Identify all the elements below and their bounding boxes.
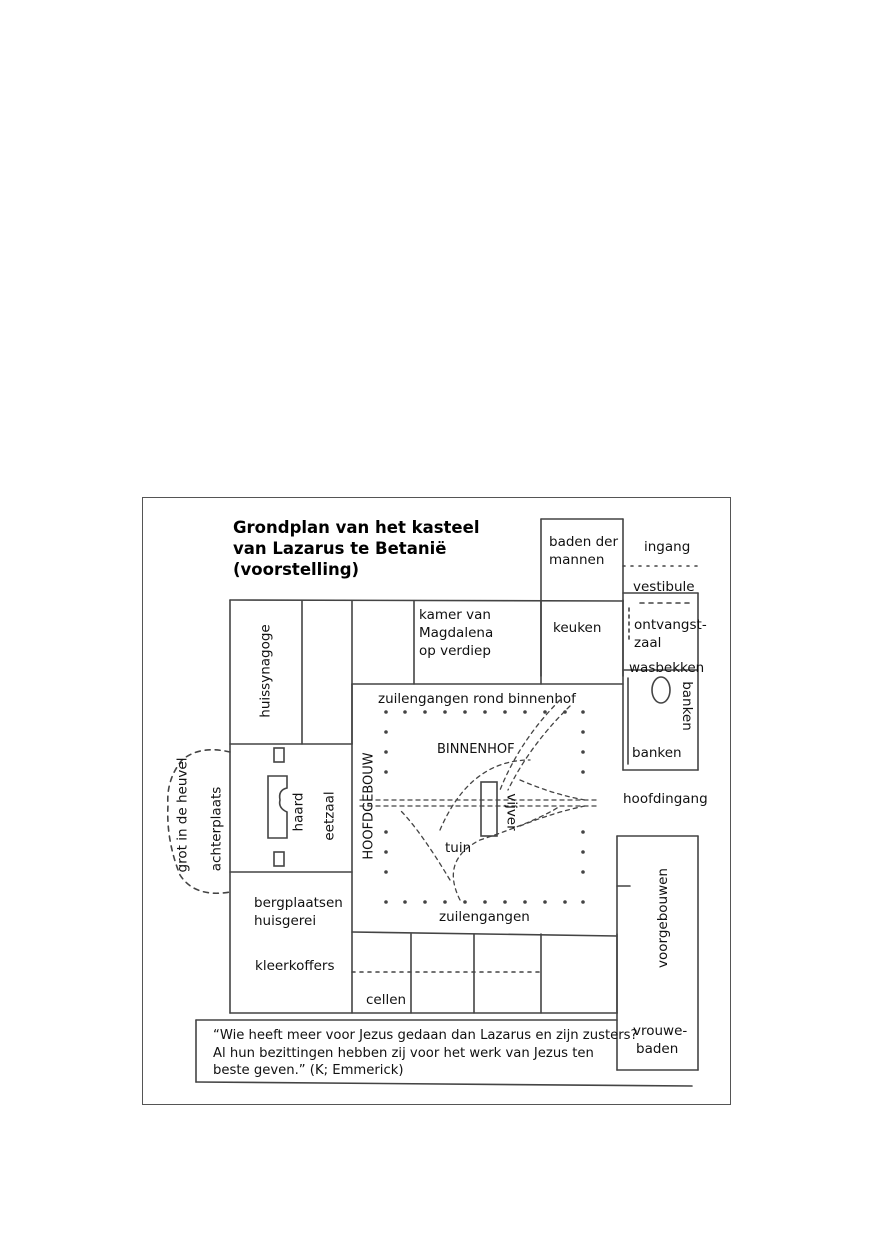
wash-basin [651, 676, 671, 704]
garden-paths [359, 699, 601, 901]
label-kamer-van: kamer van [419, 607, 491, 623]
quote-line-1: “Wie heeft meer voor Jezus gedaan dan La… [213, 1028, 638, 1043]
label-vrouwe: vrouwe- [633, 1023, 688, 1039]
quote-line-2: Al hun bezittingen hebben zij voor het w… [213, 1045, 594, 1061]
title-line-3: (voorstelling) [233, 560, 360, 579]
quote-line-3: beste geven.” (K; Emmerick) [213, 1063, 404, 1078]
label-zaal: zaal [634, 635, 662, 651]
label-eetzaal: eetzaal [321, 791, 338, 841]
diagram-frame [142, 497, 731, 1105]
label-grot-in-de-heuvel: grot in de heuvel [174, 757, 191, 873]
title-line-2: van Lazarus te Betanië [233, 539, 447, 558]
label-voorgebouwen: voorgebouwen [654, 868, 671, 968]
label-op-verdiep: op verdiep [419, 643, 491, 659]
label-vijver: vijver [503, 793, 520, 831]
label-huissynagoge: huissynagoge [257, 624, 274, 718]
label-binnenhof: BINNENHOF [437, 742, 515, 757]
label-ingang: ingang [644, 539, 691, 555]
label-baden-der: baden der [549, 534, 618, 550]
label-mannen: mannen [549, 552, 605, 568]
quote-text: “Wie heeft meer voor Jezus gedaan dan La… [213, 1027, 638, 1080]
title-line-1: Grondplan van het kasteel [233, 518, 480, 537]
label-huisgerei: huisgerei [254, 913, 317, 929]
label-haard: haard [290, 792, 307, 832]
quote-box [195, 1019, 693, 1087]
label-keuken: keuken [553, 620, 602, 636]
colonnade-columns [384, 710, 585, 904]
label-tuin: tuin [445, 840, 472, 856]
pond [480, 781, 498, 837]
outer-walls [229, 599, 624, 1014]
label-zuilengangen: zuilengangen [439, 909, 530, 925]
label-zuilengangen-rond-binnenhof: zuilengangen rond binnenhof [378, 691, 576, 707]
reception-walls [622, 592, 699, 771]
label-magdalena: Magdalena [419, 625, 494, 641]
label-achterplaats: achterplaats [208, 786, 225, 872]
forebuildings-walls [616, 835, 699, 1071]
label-bergplaatsen: bergplaatsen [254, 895, 343, 911]
label-ontvangst: ontvangst- [634, 617, 707, 633]
cave-outline [166, 749, 231, 894]
label-cellen: cellen [366, 992, 407, 1008]
label-wasbekken: wasbekken [629, 660, 705, 676]
label-banken: banken [632, 745, 682, 761]
label-baden: baden [636, 1041, 679, 1057]
label-vestibule: vestibule [633, 579, 695, 595]
label-hoofdgebouw: HOOFDGEBOUW [361, 752, 377, 860]
label-banken-vertical: banken [678, 681, 695, 731]
label-kleerkoffers: kleerkoffers [255, 958, 335, 974]
diagram-title: Grondplan van het kasteel van Lazarus te… [233, 517, 479, 580]
hearth [267, 747, 288, 867]
label-hoofdingang: hoofdingang [623, 791, 708, 807]
